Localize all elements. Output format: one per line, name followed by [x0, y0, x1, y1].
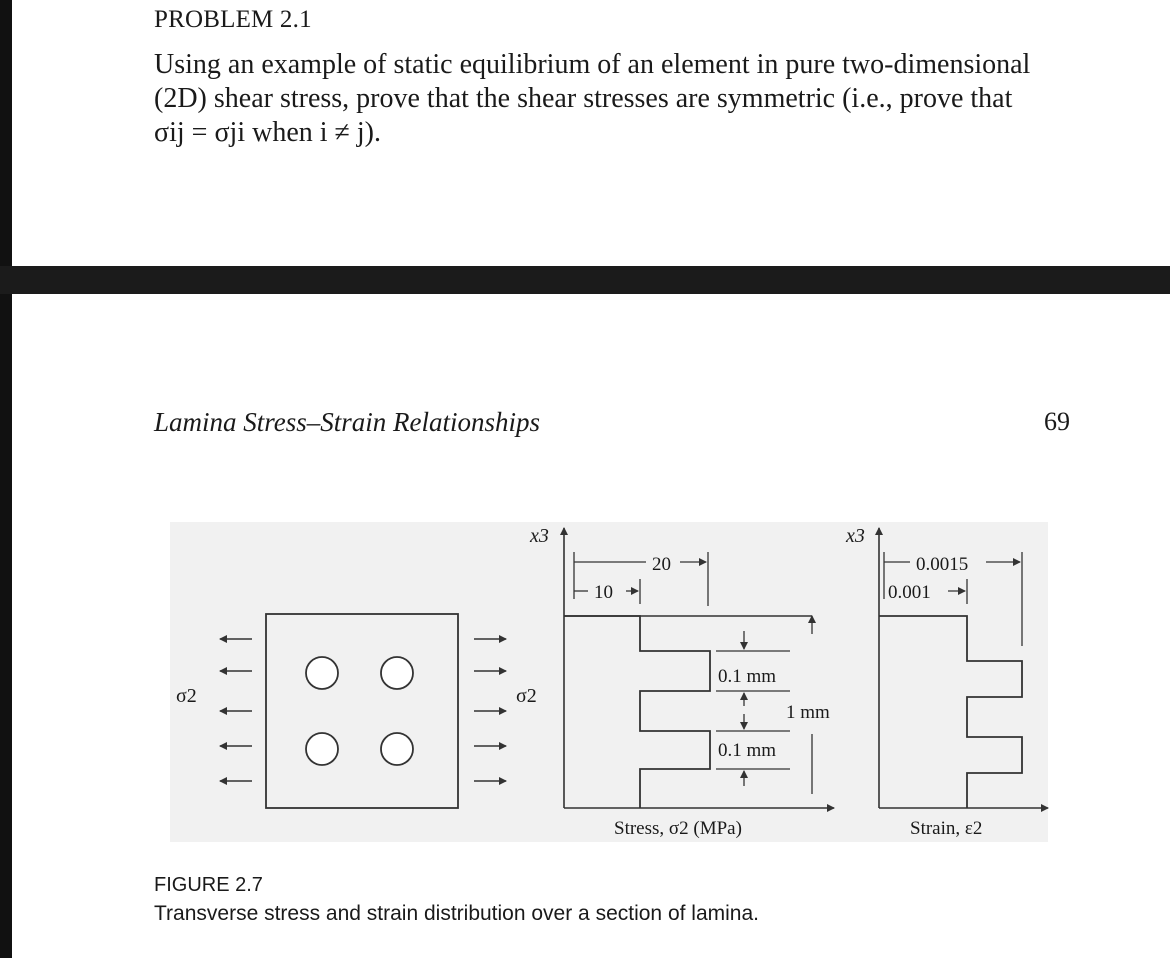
- left-load-arrows: [219, 635, 252, 785]
- hole-circle: [305, 732, 339, 766]
- textbook-page: Lamina Stress–Strain Relationships 69: [12, 294, 1170, 958]
- hole-circle: [305, 656, 339, 690]
- right-load-arrows: [474, 635, 507, 785]
- problem-panel: PROBLEM 2.1 Using an example of static e…: [12, 0, 1170, 266]
- stress-axis-label: x3: [529, 525, 549, 547]
- figure-label: FIGURE 2.7: [154, 874, 263, 896]
- stress-profile: [564, 615, 711, 808]
- strain-axes: [875, 527, 1049, 812]
- strain-value-low: 0.001: [888, 582, 931, 603]
- problem-line-1: Using an example of static equilibrium o…: [154, 49, 1031, 80]
- stress-x-label: Stress, σ2 (MPa): [614, 818, 742, 839]
- strain-x-label: Strain, ε2: [910, 818, 982, 839]
- problem-statement: Using an example of static equilibrium o…: [154, 48, 1094, 150]
- problem-line-2: (2D) shear stress, prove that the shear …: [154, 83, 1013, 114]
- left-load-label: σ2: [176, 685, 197, 707]
- strain-axis-label: x3: [845, 525, 865, 547]
- figure-2-7: σ2 σ2 x3: [176, 525, 1049, 839]
- hole-spacing-label: 0.1 mm: [718, 740, 776, 761]
- right-load-label: σ2: [516, 685, 537, 707]
- problem-formula: σij = σji when i ≠ j).: [154, 117, 381, 148]
- hole-circle: [380, 656, 414, 690]
- strain-profile: [879, 615, 1023, 808]
- section-height-label: 1 mm: [786, 702, 830, 723]
- running-head: Lamina Stress–Strain Relationships: [154, 407, 541, 437]
- page-number: 69: [1044, 407, 1070, 436]
- lamina-plate: [265, 613, 459, 809]
- stress-axes: [560, 527, 835, 812]
- hole-size-label: 0.1 mm: [718, 666, 776, 687]
- hole-circle: [380, 732, 414, 766]
- strain-dimensions: [883, 552, 1023, 646]
- figure-caption: Transverse stress and strain distributio…: [154, 902, 759, 925]
- page-divider: [0, 266, 1170, 294]
- problem-heading: PROBLEM 2.1: [154, 6, 312, 33]
- stress-dimensions: [573, 552, 816, 794]
- stress-value-high: 20: [652, 554, 671, 575]
- stress-value-low: 10: [594, 582, 613, 603]
- strain-value-high: 0.0015: [916, 554, 968, 575]
